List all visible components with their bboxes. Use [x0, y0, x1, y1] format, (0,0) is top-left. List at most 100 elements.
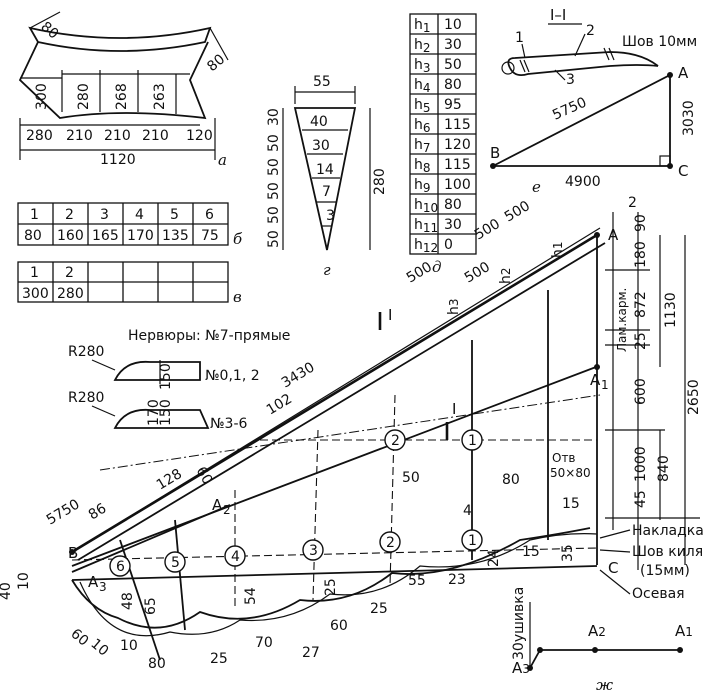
dim-a-268: 268 — [114, 83, 130, 110]
rib1-profile — [113, 360, 201, 381]
triangle-e-label: е — [532, 178, 541, 196]
dim-35: 35 — [560, 544, 576, 562]
table-d-label: д — [432, 258, 442, 276]
table-d-value-2: 30 — [444, 37, 462, 53]
table-b-v5: 135 — [162, 228, 189, 244]
table-b-v3: 165 — [92, 228, 119, 244]
pt-C: C — [608, 559, 618, 577]
dim-g-40: 40 — [310, 114, 328, 130]
table-b: 1 2 3 4 5 6 80 160 165 170 135 75 б — [17, 202, 243, 248]
section-mark-bottom: I — [452, 400, 456, 418]
table-d-key-4: h4 — [414, 77, 431, 95]
dim-48: 48 — [120, 592, 136, 610]
triangle-e: A C B 5750 3030 4900 е — [490, 64, 697, 196]
rib-number-circle — [224, 545, 246, 567]
dim-a-1120: 1120 — [100, 152, 136, 168]
rib2-radius: R280 — [68, 390, 104, 406]
dim-10c: 10 — [120, 638, 138, 654]
table-d-key-1: h1 — [414, 17, 431, 35]
rib-number-label: 1 — [468, 533, 477, 549]
table-v-label: в — [233, 288, 242, 306]
table-d-key-3: h3 — [414, 57, 431, 75]
dim-4: 4 — [463, 503, 472, 519]
table-d-value-6: 115 — [444, 117, 471, 133]
rib-number-circle — [379, 531, 401, 553]
table-d-key-7: h7 — [414, 137, 431, 155]
lam-pocket: Лам.карм. — [615, 288, 629, 352]
dim-2650: 2650 — [686, 379, 702, 415]
figure-zh-label: ж — [596, 676, 613, 694]
dim-872: 872 — [633, 291, 649, 318]
h3-label: h3 — [446, 298, 462, 315]
rib-number-label: 2 — [391, 433, 400, 449]
table-d-value-11: 30 — [444, 217, 462, 233]
table-d-key-6: h6 — [414, 117, 431, 135]
rib1-radius: R280 — [68, 344, 104, 360]
section-i-i: I–I 1 2 3 Шов 10мм — [501, 6, 697, 88]
table-d-key-11: h11 — [414, 217, 438, 235]
dim-50: 50 — [402, 470, 420, 486]
dim-86: 86 — [86, 500, 110, 523]
rib1-dim: 150 — [158, 363, 174, 390]
top-dim-500-1: 500 — [404, 259, 435, 286]
section-profile-top — [507, 51, 659, 69]
dim-70: 70 — [255, 635, 273, 651]
keel-seam-label: Шов киля — [632, 544, 703, 560]
h2-label: h2 — [498, 267, 514, 284]
dim-g-left-50b: 50 — [266, 158, 282, 176]
table-b-h1: 1 — [30, 207, 39, 223]
rib-number-circle — [164, 551, 186, 573]
dim-a-280: 280 — [76, 83, 92, 110]
dim-10a: 10 — [16, 572, 32, 590]
overlay-label: Накладка — [632, 523, 704, 539]
dim-g-left-50a: 50 — [266, 134, 282, 152]
dim-60a: 60 — [193, 464, 216, 487]
table-d-key-8: h8 — [414, 157, 431, 175]
rib-number-circle — [302, 539, 324, 561]
section-profile-bottom — [509, 64, 659, 77]
table-v-h2: 2 — [65, 265, 74, 281]
rib2-dim2: 150 — [158, 399, 174, 426]
dim-1000: 1000 — [633, 446, 649, 482]
section-seam: Шов 10мм — [622, 34, 697, 50]
rib-number-circle — [109, 555, 131, 577]
dim-55: 55 — [408, 573, 426, 589]
rib-number-circle — [384, 429, 406, 451]
rib2-numbers: №3-6 — [210, 416, 248, 432]
figure-a-wing — [18, 41, 209, 120]
table-b-h6: 6 — [205, 207, 214, 223]
upper-spar — [71, 366, 597, 567]
dim-g-30: 30 — [312, 138, 330, 154]
table-d-value-5: 95 — [444, 97, 462, 113]
table-d-key-12: h12 — [414, 237, 438, 255]
dim-a-280b: 280 — [26, 128, 53, 144]
tri-B: B — [490, 144, 500, 162]
pt-A1: A — [590, 371, 601, 389]
hole-label: Отв — [552, 451, 576, 465]
dim-60b: 60 — [67, 626, 91, 650]
ribs-title: Нервюры: №7-прямые — [128, 328, 290, 344]
rib-number-label: 2 — [386, 535, 395, 551]
table-d-value-4: 80 — [444, 77, 462, 93]
dim-a-300: 300 — [34, 83, 50, 110]
zh-A2: A2 — [588, 622, 606, 640]
dim-23: 23 — [448, 572, 466, 588]
table-d-key-9: h9 — [414, 177, 431, 195]
dim-90: 90 — [633, 214, 649, 232]
section-title: I–I — [550, 6, 566, 24]
dim-g-7: 7 — [322, 184, 331, 200]
dim-a-120: 120 — [186, 128, 213, 144]
table-b-v1: 80 — [24, 228, 42, 244]
pt-A1-sub: 1 — [601, 378, 609, 392]
rib-number-label: 5 — [171, 555, 180, 571]
section-part-1: 1 — [515, 30, 524, 46]
tri-A: A — [678, 64, 689, 82]
table-d-key-10: h10 — [414, 197, 438, 215]
table-d-key-2: h2 — [414, 37, 431, 55]
dim-3430: 3430 — [279, 359, 318, 391]
table-b-h2: 2 — [65, 207, 74, 223]
rib2-profile — [113, 408, 210, 429]
rib-number-label: 4 — [231, 549, 240, 565]
zh-A3: A3 — [512, 659, 530, 677]
